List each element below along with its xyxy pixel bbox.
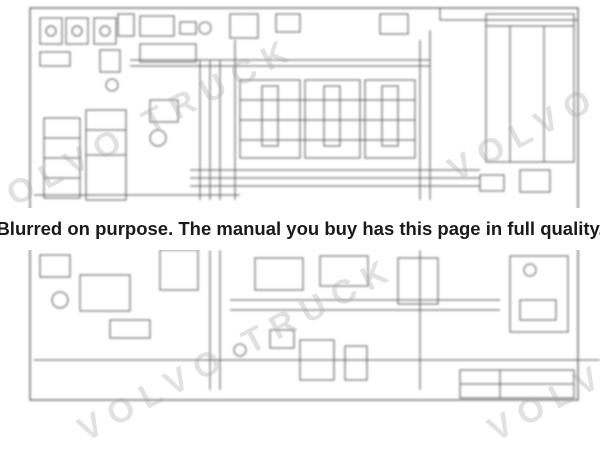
hydraulic-schematic [29,7,600,401]
preview-notice-text: Blurred on purpose. The manual you buy h… [0,218,600,239]
preview-notice-banner: Blurred on purpose. The manual you buy h… [0,208,600,250]
